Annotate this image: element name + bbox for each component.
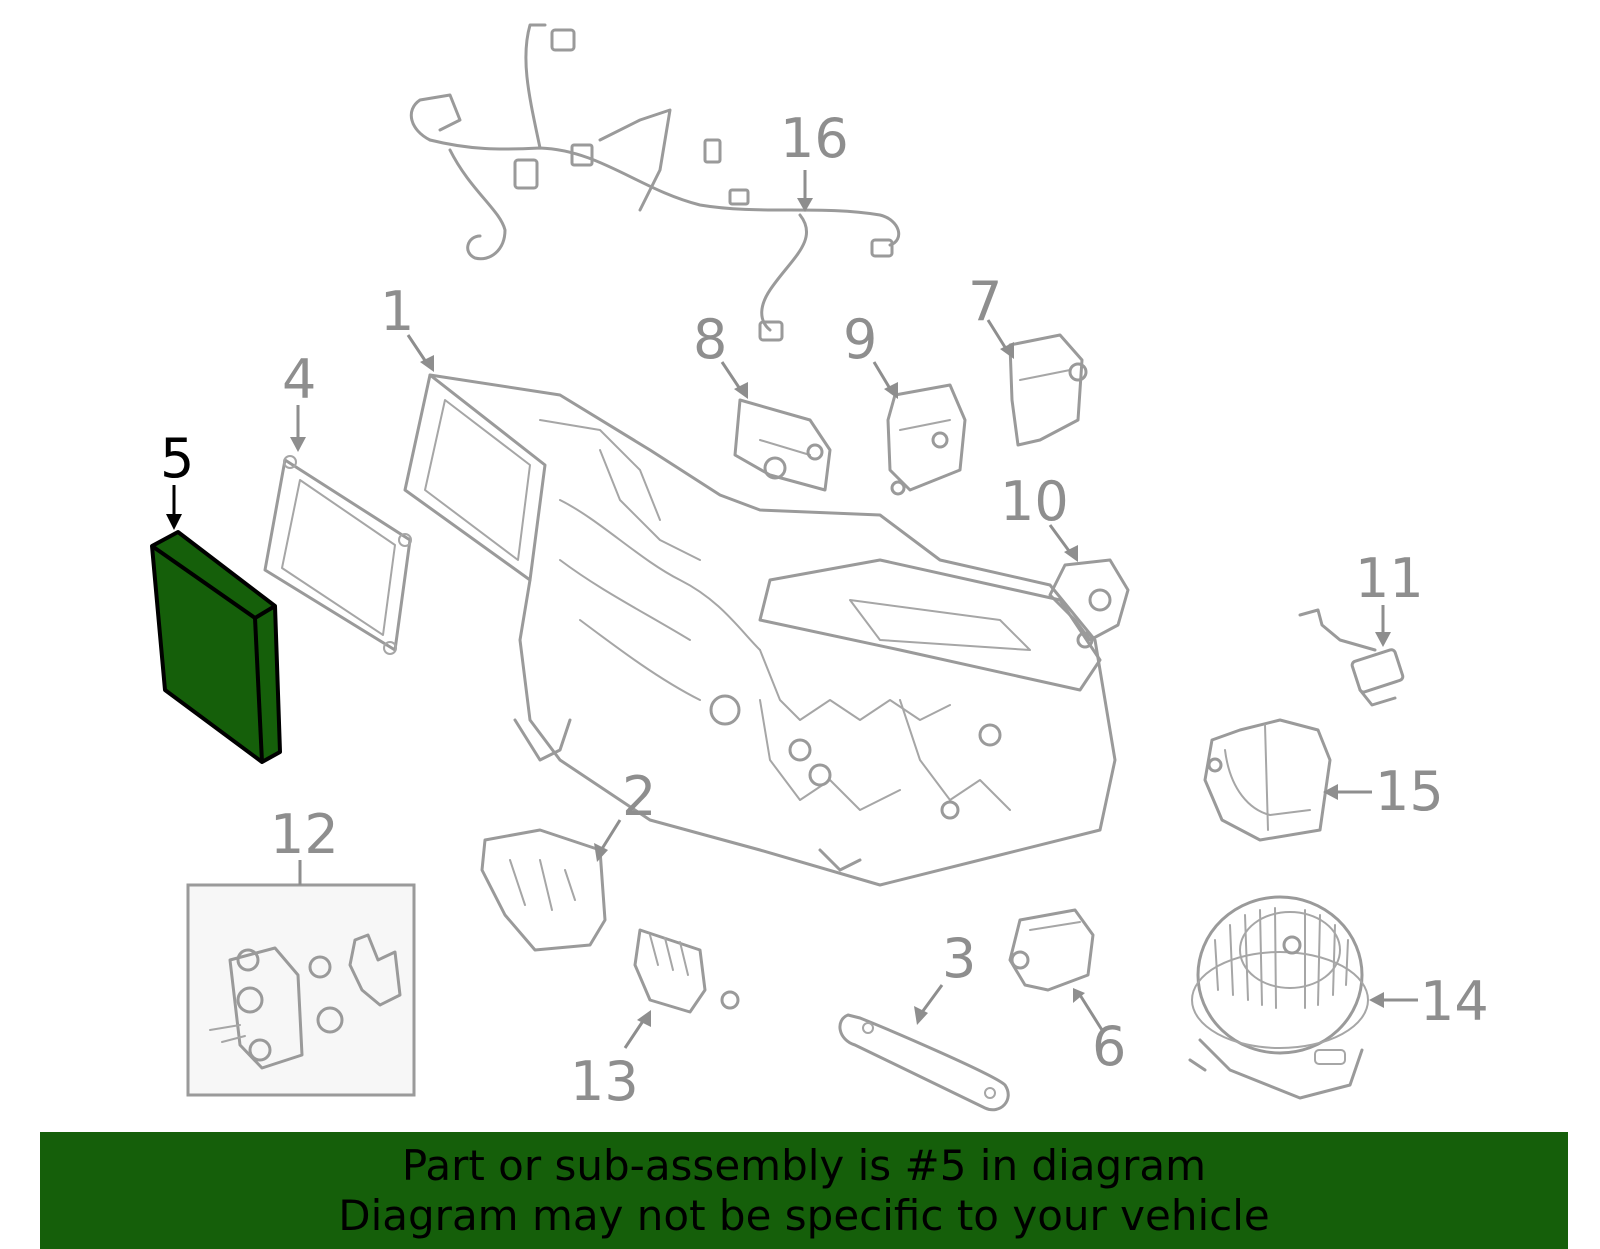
callout-6[interactable]: 6 bbox=[1092, 1015, 1126, 1078]
leader-8-arrow bbox=[734, 382, 748, 399]
leader-2-arrow bbox=[594, 843, 608, 862]
leader-10-arrow bbox=[1064, 545, 1078, 562]
part-15-blower-housing[interactable] bbox=[1203, 718, 1332, 842]
callout-7[interactable]: 7 bbox=[968, 270, 1002, 333]
callout-8[interactable]: 8 bbox=[693, 308, 727, 371]
part-16-wiring-harness[interactable] bbox=[409, 23, 901, 342]
part-2-duct[interactable] bbox=[480, 828, 607, 952]
leader-15-arrow bbox=[1323, 784, 1338, 800]
leader-13-arrow bbox=[637, 1010, 651, 1027]
leader-14-arrow bbox=[1369, 992, 1384, 1008]
callout-15[interactable]: 15 bbox=[1375, 760, 1444, 823]
part-7-actuator[interactable] bbox=[1008, 333, 1088, 447]
part-3-gasket[interactable] bbox=[838, 1013, 1010, 1112]
callout-12[interactable]: 12 bbox=[270, 803, 339, 866]
callout-10[interactable]: 10 bbox=[1000, 470, 1069, 533]
part-12-expansion-valve bbox=[209, 933, 402, 1070]
leader-11-arrow bbox=[1375, 632, 1391, 647]
callout-2[interactable]: 2 bbox=[622, 765, 656, 828]
callout-14[interactable]: 14 bbox=[1420, 970, 1489, 1033]
callout-13[interactable]: 13 bbox=[570, 1050, 639, 1113]
part-8-actuator[interactable] bbox=[733, 398, 832, 492]
part-14-blower-motor[interactable] bbox=[1188, 895, 1369, 1100]
part-13-blower-resistor[interactable] bbox=[633, 928, 740, 1014]
leader-7-arrow bbox=[1000, 342, 1014, 359]
part-9-actuator[interactable] bbox=[886, 383, 967, 496]
banner-part-notice: Part or sub-assembly is #5 in diagram bbox=[401, 1140, 1207, 1190]
callout-5[interactable]: 5 bbox=[160, 427, 194, 490]
callout-9[interactable]: 9 bbox=[843, 308, 877, 371]
callout-3[interactable]: 3 bbox=[942, 927, 976, 990]
callout-4[interactable]: 4 bbox=[282, 348, 316, 411]
info-banner: Part or sub-assembly is #5 in diagram Di… bbox=[40, 1132, 1568, 1249]
leader-4-arrow bbox=[290, 437, 306, 452]
callout-1[interactable]: 1 bbox=[380, 280, 414, 343]
callout-11[interactable]: 11 bbox=[1355, 547, 1424, 610]
leader-2 bbox=[598, 819, 622, 853]
leader-5-arrow bbox=[166, 514, 182, 530]
leader-16-arrow bbox=[797, 198, 813, 212]
leader-6-arrow bbox=[1073, 988, 1085, 1003]
leader-3-arrow bbox=[914, 1006, 928, 1025]
callout-16[interactable]: 16 bbox=[780, 107, 849, 170]
part-1-hvac-case[interactable] bbox=[403, 373, 1117, 887]
leader-13 bbox=[623, 1017, 647, 1049]
leader-1-arrow bbox=[420, 355, 434, 372]
part-12-kit-box[interactable] bbox=[186, 883, 416, 1097]
part-6-actuator[interactable] bbox=[1008, 908, 1095, 992]
leader-9-arrow bbox=[884, 382, 898, 399]
leader-6 bbox=[1078, 994, 1104, 1031]
leader-3 bbox=[918, 984, 944, 1016]
part-5-evaporator-core[interactable] bbox=[150, 530, 282, 764]
part-4-frame[interactable] bbox=[263, 455, 412, 655]
part-11-temperature-sensor[interactable] bbox=[1298, 608, 1405, 707]
part-10-sensor[interactable] bbox=[1048, 558, 1130, 649]
banner-vehicle-disclaimer: Diagram may not be specific to your vehi… bbox=[338, 1190, 1270, 1240]
